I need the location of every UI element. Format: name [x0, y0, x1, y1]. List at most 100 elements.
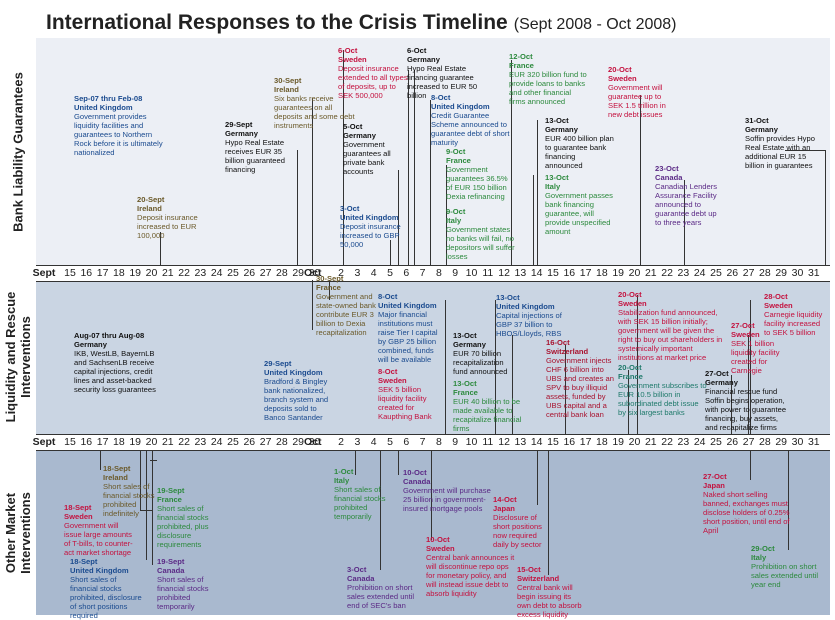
- event-country: United Kingdom: [74, 103, 133, 112]
- event-text: Central bank announces it will discontin…: [426, 553, 515, 598]
- event-country: United Kingdom: [431, 102, 490, 111]
- axis-tick: 10: [465, 267, 478, 279]
- axis-tick: 7: [419, 436, 426, 448]
- axis-tick: 15: [547, 436, 559, 448]
- axis-tick: 16: [80, 436, 93, 448]
- event-country: Canada: [655, 173, 683, 182]
- connector-line: [565, 345, 566, 434]
- axis-month-label: Oct: [304, 267, 322, 279]
- axis-tick: 7: [419, 267, 426, 279]
- axis-month-label: Sept: [32, 267, 56, 279]
- event-country: Sweden: [426, 544, 455, 553]
- axis-tick: 23: [677, 436, 690, 448]
- event-text: IKB, WestLB, BayernLB and SachsenLB rece…: [74, 349, 156, 394]
- connector-line: [160, 232, 161, 265]
- axis-tick: 12: [498, 436, 510, 448]
- event-date: 29-Oct: [751, 544, 775, 553]
- event-country: Italy: [751, 553, 767, 562]
- axis-tick: 17: [579, 436, 592, 448]
- axis-tick: 14: [530, 436, 543, 448]
- axis-tick: 20: [628, 267, 641, 279]
- event-country: United Kingdom: [340, 213, 399, 222]
- event-text: EUR 400 billion plan to guarantee bank f…: [545, 134, 614, 170]
- connector-line: [785, 150, 825, 151]
- connector-line: [495, 300, 496, 434]
- connector-line: [431, 450, 432, 540]
- event-country: Switzerland: [546, 347, 589, 356]
- connector-line: [684, 180, 685, 265]
- event-date: 18-Sept: [64, 503, 92, 512]
- connector-line: [430, 100, 431, 265]
- event-date: 13-Oct: [545, 116, 569, 125]
- axis-tick: 20: [628, 436, 641, 448]
- axis-tick: 5: [387, 436, 393, 448]
- axis-tick: 10: [465, 436, 478, 448]
- event-date: 10-Oct: [426, 535, 450, 544]
- event-text: SEK 5 billion liquidity facility created…: [378, 385, 432, 421]
- event-text: Stabilization fund announced, with SEK 1…: [618, 308, 723, 362]
- axis-tick: 27: [259, 436, 272, 448]
- axis-tick: 26: [243, 436, 256, 448]
- event-text: Government passes bank financing guarant…: [545, 191, 613, 236]
- event-text: EUR 40 billion to be made available to r…: [453, 397, 522, 433]
- axis-tick: 8: [435, 267, 442, 279]
- axis-tick: 21: [161, 436, 174, 448]
- event-country: Germany: [745, 125, 778, 134]
- axis-tick: 18: [113, 267, 125, 279]
- event-country: United Kingdom: [496, 302, 555, 311]
- event-country: France: [453, 388, 478, 397]
- axis-tick: 5: [387, 267, 393, 279]
- axis-tick: 28: [759, 267, 771, 279]
- axis-tick: 27: [742, 436, 755, 448]
- row-label-bank: Bank Liability Guarantees: [10, 71, 26, 232]
- event-country: Ireland: [103, 473, 128, 482]
- event-country: Sweden: [378, 376, 407, 385]
- connector-line: [548, 450, 549, 575]
- axis-tick: 2: [338, 436, 345, 448]
- connector-line: [140, 450, 141, 510]
- event-date: 8-Oct: [378, 367, 398, 376]
- connector-line: [512, 380, 513, 434]
- event-date: 12-Oct: [509, 52, 533, 61]
- axis-tick: 30: [308, 267, 321, 279]
- event-date: 29-Sept: [225, 120, 253, 129]
- event-country: Canada: [403, 477, 431, 486]
- axis-tick: 16: [563, 436, 576, 448]
- event-text: Capital injections of GBP 37 billion to …: [496, 311, 562, 338]
- event-text: Short sales of financial stocks prohibit…: [157, 575, 209, 611]
- axis-tick: 3: [354, 436, 361, 448]
- event-date: 13-Oct: [545, 173, 569, 182]
- event-date: Aug-07 thru Aug-08: [74, 331, 145, 340]
- event-country: France: [157, 495, 182, 504]
- axis-tick: 17: [96, 436, 109, 448]
- chart-title: International Responses to the Crisis Ti…: [46, 11, 677, 35]
- event-date: 16-Oct: [546, 338, 570, 347]
- event-date: 20-Oct: [618, 290, 642, 299]
- connector-line: [398, 450, 399, 475]
- axis-tick: 28: [276, 267, 288, 279]
- event-text: Short sales of financial stocks prohibit…: [334, 485, 386, 521]
- event-country: Germany: [225, 129, 258, 138]
- event-text: Bradford & Bingley bank nationalized, br…: [264, 377, 329, 422]
- connector-line: [750, 450, 751, 480]
- event-date: 18-Sept: [103, 464, 131, 473]
- event-date: 20-Oct: [608, 65, 632, 74]
- event-text: Hypo Real Estate financing guarantee inc…: [407, 64, 478, 100]
- axis-tick: 16: [563, 267, 576, 279]
- event-text: Credit Guarantee Scheme announced to gua…: [431, 111, 510, 147]
- event-text: Soffin provides Hypo Real Estate with an…: [745, 134, 815, 170]
- axis-tick: 6: [403, 436, 410, 448]
- event-date: 31-Oct: [745, 116, 769, 125]
